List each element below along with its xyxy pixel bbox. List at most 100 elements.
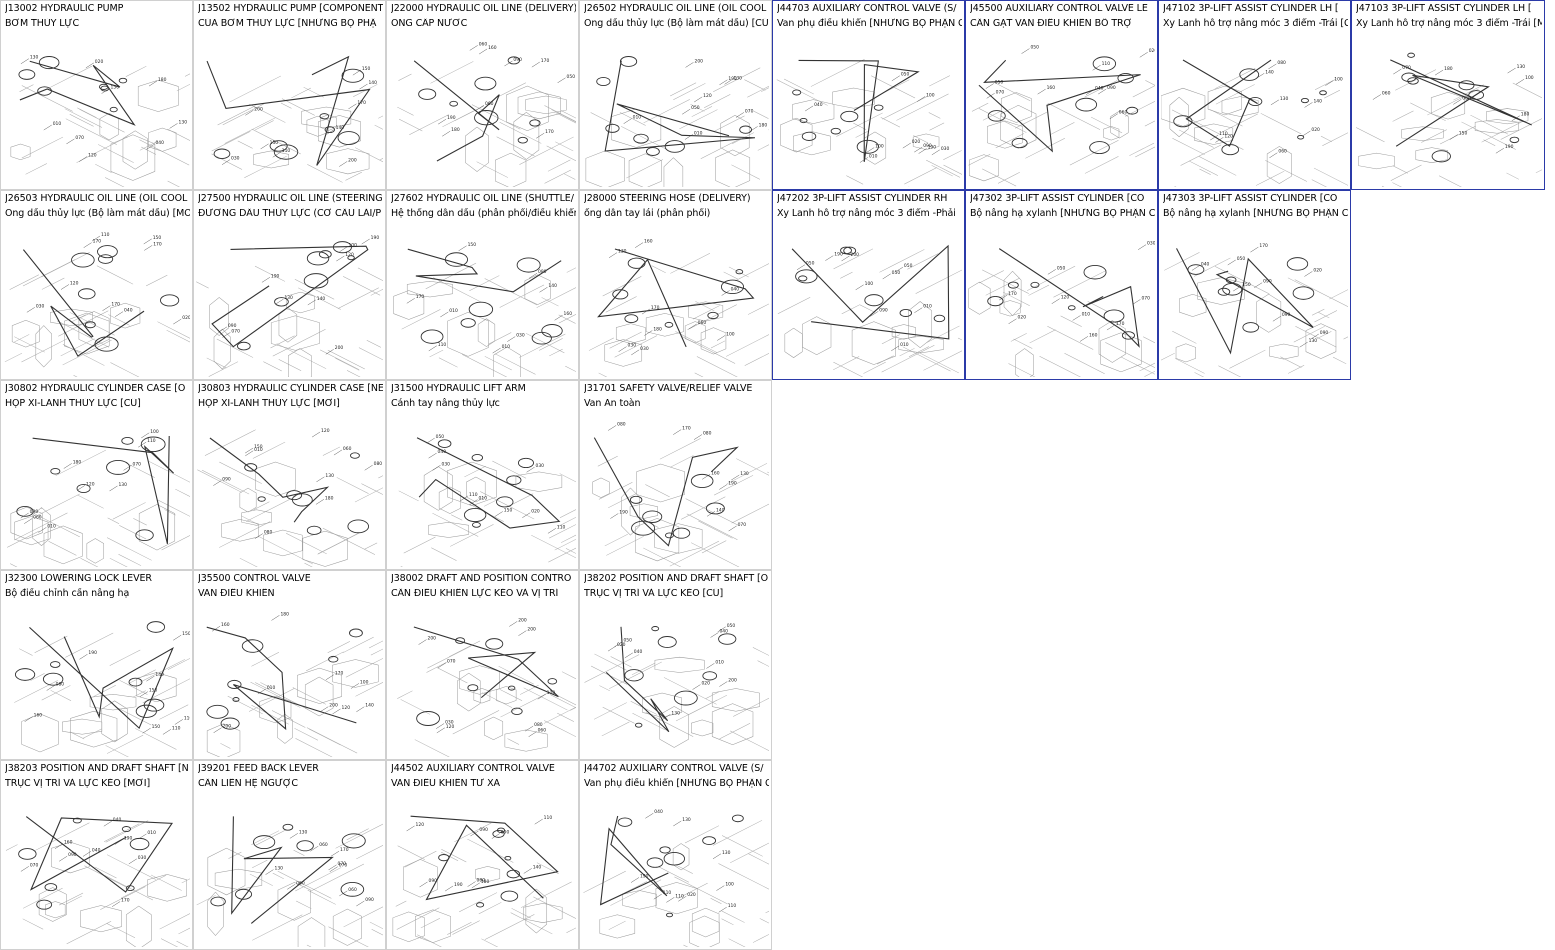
svg-text:140: 140 [155, 672, 164, 678]
svg-text:010: 010 [1082, 311, 1091, 317]
tile-subtitle: Ống dầu thủy lực (Bộ làm mát dầu) [CŨ] [584, 18, 769, 29]
svg-text:100: 100 [1334, 77, 1343, 83]
svg-text:170: 170 [340, 847, 349, 853]
catalog-tile-j22000[interactable]: J22000 HYDRAULIC OIL LINE (DELIVERY)ỐNG … [386, 0, 579, 190]
svg-text:050: 050 [806, 261, 815, 267]
svg-text:080: 080 [477, 878, 486, 884]
tile-subtitle: ỐNG CẤP NƯỚC [391, 18, 468, 29]
svg-text:200: 200 [335, 345, 344, 351]
svg-text:020: 020 [1149, 48, 1155, 54]
svg-text:080: 080 [617, 421, 626, 427]
svg-text:130: 130 [682, 817, 691, 823]
tile-title: J27500 HYDRAULIC OIL LINE (STEERING [198, 193, 383, 204]
svg-text:170: 170 [121, 898, 130, 904]
svg-text:140: 140 [1265, 69, 1274, 75]
svg-text:010: 010 [869, 153, 878, 159]
tile-title: J47103 3P-LIFT ASSIST CYLINDER LH [ [1356, 3, 1532, 14]
tile-title: J38002 DRAFT AND POSITION CONTRO [391, 573, 572, 584]
svg-text:140: 140 [336, 125, 345, 131]
svg-text:110: 110 [1102, 61, 1111, 67]
svg-text:040: 040 [654, 809, 663, 815]
svg-text:110: 110 [557, 524, 566, 530]
svg-text:020: 020 [701, 681, 710, 687]
svg-text:180: 180 [280, 611, 289, 617]
svg-text:090: 090 [68, 852, 77, 858]
svg-text:050: 050 [623, 638, 632, 644]
tile-title: J38203 POSITION AND DRAFT SHAFT [N [5, 763, 189, 774]
tile-title: J44703 AUXILIARY CONTROL VALVE (S/ [777, 3, 957, 14]
tile-subtitle: Bộ nâng hạ xylanh [NHỮNG BỘ PHẬN CẤ [970, 208, 1155, 219]
catalog-tile-j27602[interactable]: J27602 HYDRAULIC OIL LINE (SHUTTLE/Hệ th… [386, 190, 579, 380]
svg-text:030: 030 [628, 343, 637, 349]
catalog-tile-j47103[interactable]: J47103 3P-LIFT ASSIST CYLINDER LH [Xy La… [1351, 0, 1545, 190]
svg-text:120: 120 [1061, 295, 1070, 301]
svg-text:190: 190 [271, 273, 280, 279]
svg-text:010: 010 [923, 304, 932, 310]
svg-text:050: 050 [567, 74, 576, 80]
svg-text:140: 140 [533, 864, 542, 870]
catalog-tile-j44703[interactable]: J44703 AUXILIARY CONTROL VALVE (S/Van ph… [772, 0, 965, 190]
svg-text:020: 020 [617, 642, 626, 648]
catalog-tile-j47102[interactable]: J47102 3P-LIFT ASSIST CYLINDER LH [Xy La… [1158, 0, 1351, 190]
svg-text:160: 160 [1047, 85, 1056, 91]
tile-subtitle: Ống dầu thủy lực (Bộ làm mát dầu) [MỚI] [5, 208, 190, 219]
svg-text:120: 120 [446, 724, 455, 730]
svg-text:080: 080 [1462, 95, 1471, 101]
svg-text:070: 070 [30, 862, 39, 868]
svg-text:070: 070 [338, 861, 347, 867]
svg-text:200: 200 [694, 58, 703, 64]
tile-title: J30803 HYDRAULIC CYLINDER CASE [NE [198, 383, 383, 394]
svg-text:200: 200 [427, 636, 436, 642]
svg-text:020: 020 [531, 509, 540, 515]
svg-text:170: 170 [545, 129, 554, 135]
svg-text:130: 130 [325, 473, 334, 479]
tile-subtitle: Hệ thống dẫn dầu (phân phối/điều khiển [391, 208, 576, 219]
svg-text:080: 080 [538, 269, 547, 275]
svg-text:190: 190 [124, 835, 133, 841]
svg-text:020: 020 [687, 892, 696, 898]
tile-title: J47102 3P-LIFT ASSIST CYLINDER LH [ [1163, 3, 1339, 14]
svg-text:200: 200 [728, 677, 737, 683]
svg-text:140: 140 [365, 703, 374, 709]
svg-text:160: 160 [644, 239, 653, 245]
svg-text:020: 020 [912, 139, 921, 145]
tile-title: J32300 LOWERING LOCK LEVER [5, 573, 152, 584]
catalog-tile-j28000[interactable]: J28000 STEERING HOSE (DELIVERY)ống dẫn t… [579, 190, 772, 380]
catalog-tile-j44702[interactable]: J44702 AUXILIARY CONTROL VALVE (S/Van ph… [579, 760, 772, 950]
svg-text:200: 200 [329, 703, 338, 709]
svg-text:070: 070 [339, 863, 348, 869]
svg-text:180: 180 [1444, 66, 1453, 72]
svg-text:130: 130 [722, 850, 731, 856]
tile-title: J39201 FEED BACK LEVER [198, 763, 319, 774]
svg-text:060: 060 [1278, 149, 1287, 155]
svg-text:010: 010 [900, 342, 909, 348]
svg-text:170: 170 [1116, 321, 1125, 327]
svg-text:070: 070 [738, 522, 747, 528]
svg-text:060: 060 [296, 880, 305, 886]
